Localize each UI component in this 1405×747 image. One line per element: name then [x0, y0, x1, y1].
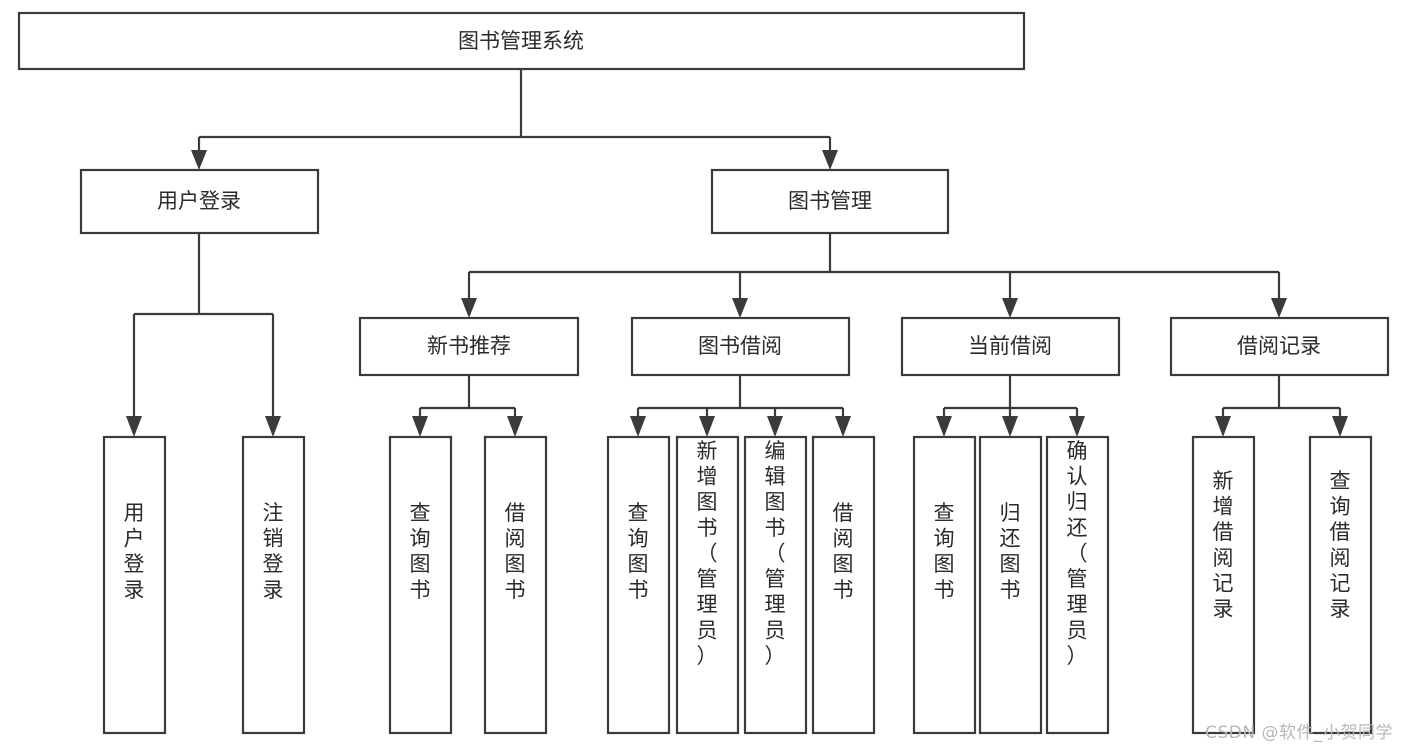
arrow-book-manage: [822, 150, 838, 170]
node-leaf-confirm-return-box[interactable]: [1045, 435, 1110, 735]
arrow-leaf-return-book: [1002, 416, 1018, 437]
node-leaf-borrow-book-1-label: 借阅图书: [505, 501, 526, 602]
arrow-leaf-user-logout: [265, 416, 281, 437]
node-leaf-borrow-book-2[interactable]: 借阅图书: [811, 435, 876, 735]
arrow-user-login: [191, 150, 207, 170]
arrow-borrow-record: [1271, 298, 1287, 318]
node-leaf-borrow-book-2-box[interactable]: [811, 435, 876, 735]
node-leaf-user-logout-label: 注销登录: [263, 501, 284, 602]
node-borrow-record-label: 借阅记录: [1237, 334, 1321, 358]
node-leaf-query-record-label: 查询借阅记录: [1330, 469, 1351, 621]
node-leaf-add-record-label: 新增借阅记录: [1213, 469, 1234, 621]
node-leaf-query-record-box[interactable]: [1308, 435, 1373, 735]
arrow-leaf-confirm-return: [1069, 416, 1085, 437]
arrow-leaf-borrow-book-1: [507, 416, 523, 437]
node-leaf-add-book-box[interactable]: [675, 435, 740, 735]
arrow-new-book-recommend: [461, 298, 477, 318]
node-leaf-query-book-2-label: 查询图书: [628, 501, 649, 602]
node-new-book-recommend-label: 新书推荐: [427, 334, 511, 358]
node-leaf-return-book[interactable]: 归还图书: [978, 435, 1043, 735]
node-leaf-add-book[interactable]: 新增图书（管理员）: [675, 435, 740, 735]
node-book-manage[interactable]: 图书管理: [710, 168, 950, 235]
arrow-leaf-query-book-2: [630, 416, 646, 437]
connector-group: [126, 69, 1348, 437]
node-new-book-recommend[interactable]: 新书推荐: [358, 316, 580, 377]
node-leaf-return-book-label: 归还图书: [1000, 501, 1021, 602]
node-leaf-borrow-book-2-label: 借阅图书: [833, 501, 854, 602]
node-user-login[interactable]: 用户登录: [79, 168, 320, 235]
node-leaf-add-record[interactable]: 新增借阅记录: [1191, 435, 1256, 735]
node-leaf-user-login[interactable]: 用户登录: [102, 435, 167, 735]
node-leaf-edit-book[interactable]: 编辑图书（管理员）: [743, 435, 808, 735]
node-root-box[interactable]: [17, 11, 1026, 71]
arrow-current-borrow: [1002, 298, 1018, 318]
node-leaf-confirm-return-label: 确认归还（管理员）: [1067, 439, 1088, 668]
node-borrow-record-box[interactable]: [1169, 316, 1390, 377]
arrow-leaf-query-book-3: [936, 416, 952, 437]
arrow-leaf-borrow-book-2: [835, 416, 851, 437]
node-user-login-label: 用户登录: [157, 189, 241, 213]
node-leaf-user-login-label: 用户登录: [124, 501, 145, 602]
node-book-borrow-label: 图书借阅: [698, 334, 782, 358]
node-leaf-add-book-label: 新增图书（管理员）: [697, 439, 718, 668]
csdn-watermark: CSDN @软件_小贺同学: [1205, 723, 1393, 743]
node-current-borrow-label: 当前借阅: [968, 334, 1052, 358]
node-root[interactable]: 图书管理系统: [17, 11, 1026, 71]
arrow-leaf-query-record: [1332, 416, 1348, 437]
node-book-manage-box[interactable]: [710, 168, 950, 235]
node-new-book-recommend-box[interactable]: [358, 316, 580, 377]
arrow-leaf-user-login: [126, 416, 142, 437]
node-leaf-confirm-return[interactable]: 确认归还（管理员）: [1045, 435, 1110, 735]
node-leaf-add-record-box[interactable]: [1191, 435, 1256, 735]
node-leaf-query-book-1-label: 查询图书: [410, 501, 431, 602]
node-user-login-box[interactable]: [79, 168, 320, 235]
node-current-borrow-box[interactable]: [900, 316, 1121, 377]
node-leaf-user-logout-box[interactable]: [241, 435, 306, 735]
node-leaf-query-book-3-box[interactable]: [912, 435, 977, 735]
arrow-book-borrow: [732, 298, 748, 318]
node-leaf-edit-book-label: 编辑图书（管理员）: [765, 439, 786, 668]
node-leaf-query-book-1-box[interactable]: [388, 435, 453, 735]
node-leaf-query-book-2-box[interactable]: [606, 435, 671, 735]
arrow-leaf-add-book: [699, 416, 715, 437]
node-leaf-query-book-1[interactable]: 查询图书: [388, 435, 453, 735]
node-leaf-user-logout[interactable]: 注销登录: [241, 435, 306, 735]
node-leaf-borrow-book-1[interactable]: 借阅图书: [483, 435, 548, 735]
node-book-borrow[interactable]: 图书借阅: [630, 316, 851, 377]
arrow-leaf-edit-book: [767, 416, 783, 437]
node-book-borrow-box[interactable]: [630, 316, 851, 377]
node-leaf-borrow-book-1-box[interactable]: [483, 435, 548, 735]
arrow-leaf-add-record: [1215, 416, 1231, 437]
node-leaf-query-book-3-label: 查询图书: [934, 501, 955, 602]
node-leaf-query-book-3[interactable]: 查询图书: [912, 435, 977, 735]
arrow-leaf-query-book-1: [412, 416, 428, 437]
node-leaf-query-record[interactable]: 查询借阅记录: [1308, 435, 1373, 735]
node-root-label: 图书管理系统: [458, 29, 584, 53]
node-leaf-query-book-2[interactable]: 查询图书: [606, 435, 671, 735]
node-borrow-record[interactable]: 借阅记录: [1169, 316, 1390, 377]
node-current-borrow[interactable]: 当前借阅: [900, 316, 1121, 377]
node-leaf-user-login-box[interactable]: [102, 435, 167, 735]
node-leaf-return-book-box[interactable]: [978, 435, 1043, 735]
node-book-manage-label: 图书管理: [788, 189, 872, 213]
node-leaf-edit-book-box[interactable]: [743, 435, 808, 735]
